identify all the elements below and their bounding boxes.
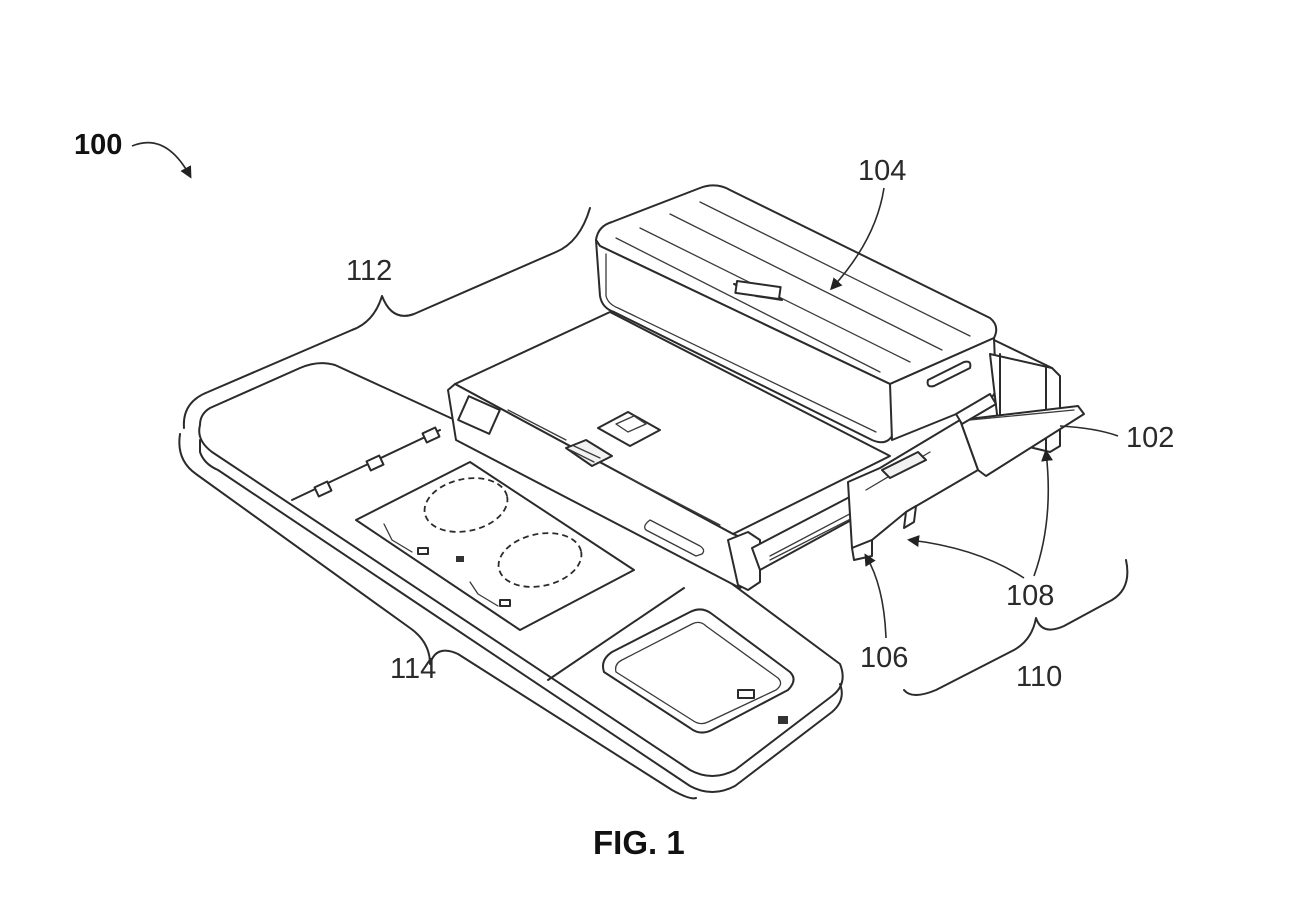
brace-110	[903, 559, 1129, 696]
ref-label-108: 108	[1006, 580, 1055, 612]
ref-label-114: 114	[390, 653, 437, 685]
leader-102	[1059, 425, 1119, 437]
ref-label-104: 104	[858, 155, 907, 187]
leader-106	[864, 553, 887, 639]
cooktop	[355, 461, 635, 631]
sink	[602, 608, 795, 734]
ref-label-106: 106	[860, 642, 909, 674]
leader-104	[829, 187, 885, 291]
upper-module	[595, 184, 998, 444]
brace-114	[178, 433, 697, 800]
leader-100	[131, 141, 192, 179]
ref-label-112: 112	[346, 255, 393, 287]
figure-caption: FIG. 1	[593, 824, 685, 861]
ref-label-100: 100	[74, 129, 123, 161]
leader-108b	[1033, 449, 1054, 577]
ref-label-102: 102	[1126, 422, 1175, 454]
slide-assembly	[847, 339, 1085, 561]
leader-108a	[907, 535, 1025, 579]
ref-label-110: 110	[1016, 661, 1063, 693]
brace-112	[182, 207, 591, 429]
